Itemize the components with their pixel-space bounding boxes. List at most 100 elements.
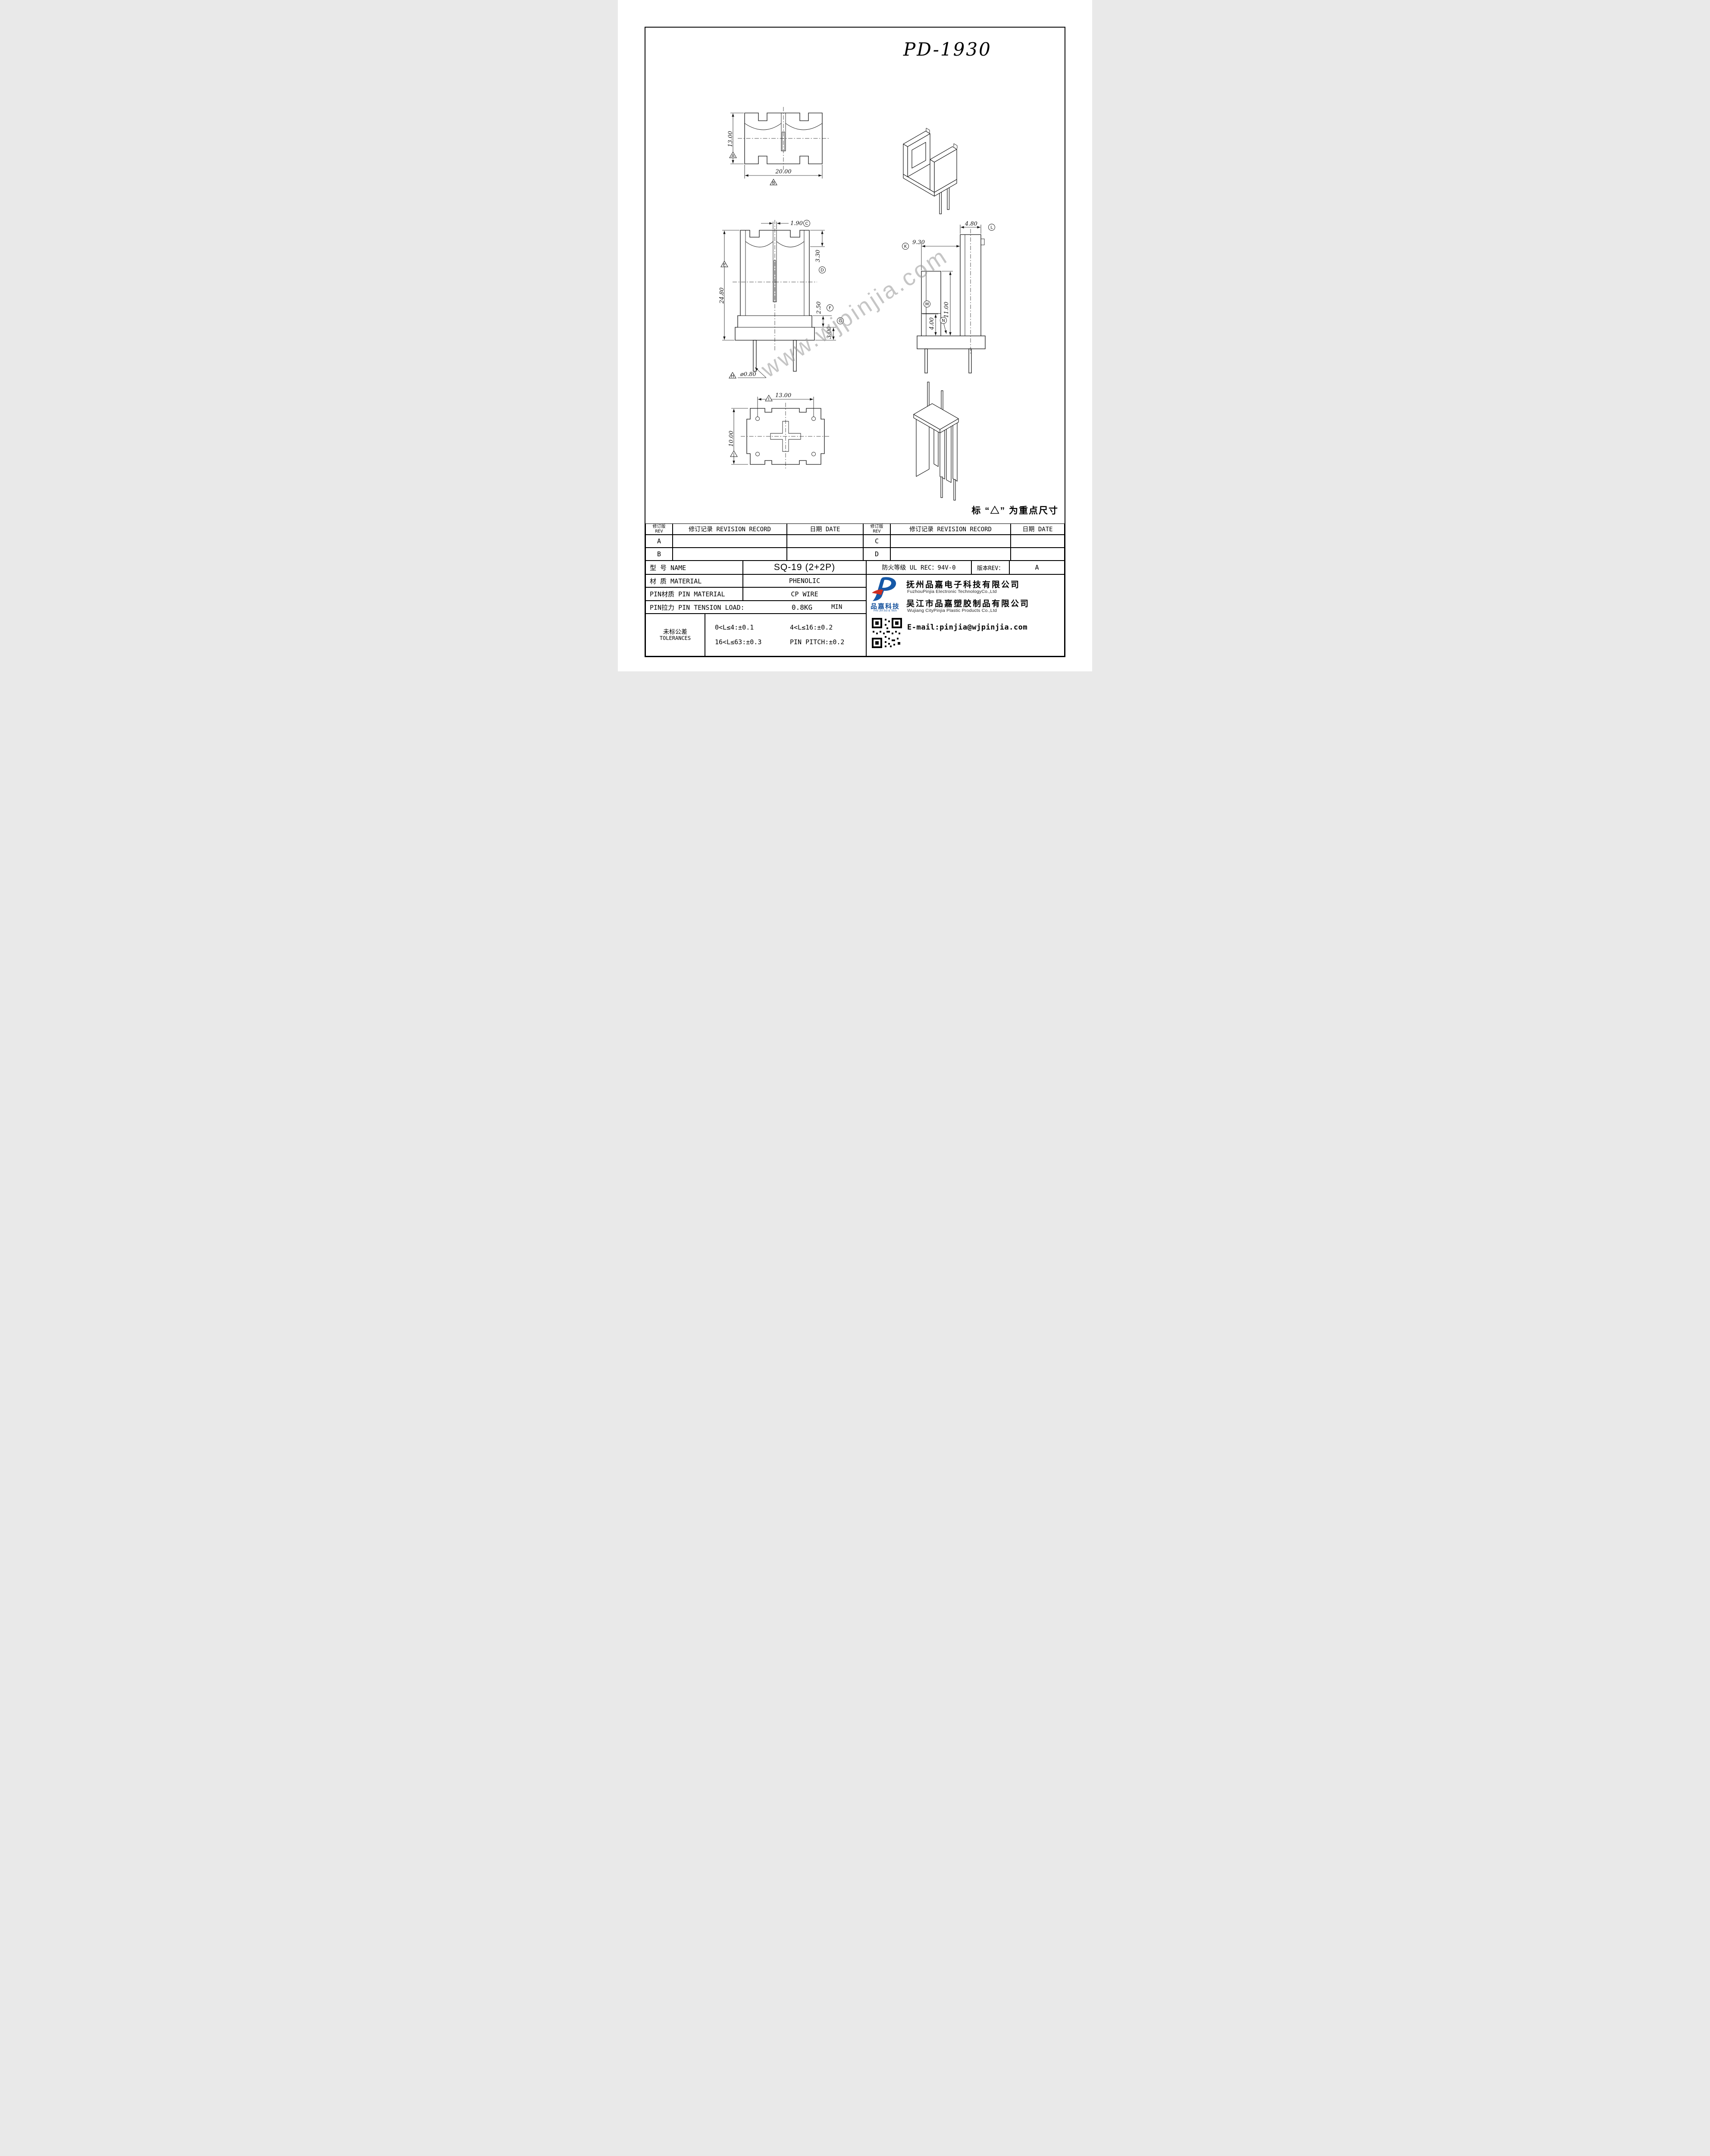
- rev-header-cn: 修订版: [870, 524, 883, 529]
- ext-lines-top-width: [960, 225, 981, 234]
- key-marker-e: E: [720, 260, 728, 268]
- dim-front-height: 13.00: [727, 131, 734, 147]
- marker-n-leader: [943, 323, 947, 334]
- center-slot: [781, 113, 786, 151]
- svg-text:H: H: [731, 374, 734, 379]
- company-logo-icon: [872, 577, 896, 601]
- key-dimension-note: 标 “△” 为重点尺寸: [971, 506, 1059, 516]
- flange-lines: [738, 315, 812, 328]
- right-wall-face: [930, 159, 935, 193]
- pin-tension-cell: PIN拉力 PIN TENSION LOAD: 0.8KG MIN: [645, 601, 866, 614]
- pin-hole: [755, 417, 760, 421]
- view-isometric-upper: [903, 128, 958, 214]
- qr-code-icon: [871, 617, 903, 649]
- dim-pin-dia: ø0.80: [740, 371, 756, 378]
- fire-rating-cell: 防火等级 UL REC：94V-0: [866, 561, 971, 574]
- svg-text:G: G: [839, 319, 842, 324]
- pin-tension-unit: MIN: [831, 604, 842, 611]
- marker-l: L: [988, 224, 995, 231]
- record-header-cell: 修订记录 REVISION RECORD: [890, 523, 1011, 535]
- marker-g: G: [837, 317, 844, 324]
- key-marker-j: J: [730, 450, 738, 458]
- right-wall-top: [930, 146, 957, 163]
- rev-header-en: REV: [873, 529, 881, 534]
- tolerance-2b: PIN PITCH:±0.2: [790, 638, 845, 646]
- top-clips: [926, 128, 958, 149]
- left-wall-top: [903, 131, 930, 147]
- rev-header-cn: 修订版: [652, 524, 666, 529]
- company-email: E-mail:pinjia@wjpinjia.com: [907, 623, 1028, 632]
- view-isometric-lower: [913, 382, 959, 501]
- slat: [952, 419, 958, 482]
- top-outline: [746, 408, 825, 465]
- rev-date-empty: [787, 535, 863, 548]
- key-marker-h: H: [729, 372, 736, 379]
- dim-top-width: 13.00: [775, 392, 791, 399]
- pin: [753, 340, 757, 372]
- pin-hole: [811, 452, 816, 456]
- svg-text:I: I: [768, 397, 770, 402]
- right-wall: [960, 234, 981, 336]
- rev-record-empty: [890, 535, 1011, 548]
- dim-depth: 9.30: [912, 239, 925, 246]
- tolerance-2a: 16<L≤63:±0.3: [715, 638, 762, 646]
- marker-d: D: [819, 266, 826, 273]
- marker-f: F: [827, 304, 833, 311]
- dim-slot-width: 1.90: [790, 220, 803, 227]
- view-front-large: 1.90 C E 24.80 3.30 D 2.50 F 3.00 G: [719, 220, 844, 379]
- record-header-cell: 修订记录 REVISION RECORD: [673, 523, 787, 535]
- tolerance-label-cn: 未标公差: [663, 628, 687, 636]
- part-number-title: PD-1930: [903, 39, 992, 60]
- svg-text:L: L: [990, 226, 993, 230]
- dim-front-width: 20.00: [775, 169, 791, 175]
- svg-text:D: D: [821, 268, 824, 273]
- pin-down: [940, 476, 943, 498]
- rev-header-cell: 修订版 REV: [645, 523, 673, 535]
- ext-lines-height: [730, 113, 744, 164]
- center-cross: [770, 421, 801, 452]
- date-header-cell: 日期 DATE: [1011, 523, 1065, 535]
- dim-total-height: 24.80: [719, 288, 725, 304]
- left-wall-face: [903, 144, 908, 177]
- view-top: I 13.00 10.00 J: [728, 392, 830, 470]
- rev-date-empty: [787, 548, 863, 561]
- svg-text:N: N: [942, 319, 945, 323]
- rev-row-letter: D: [863, 548, 890, 561]
- view-side: K 9.30 4.80 L 11.00 4.00 M N: [902, 221, 995, 373]
- center-slot: [773, 230, 777, 302]
- rev-row-letter: B: [645, 548, 673, 561]
- date-header-cell: 日期 DATE: [787, 523, 863, 535]
- rev-date-empty: [1011, 548, 1065, 561]
- pin-hole: [811, 417, 816, 421]
- pin-dia-arrow: [755, 367, 767, 378]
- svg-text:B: B: [772, 181, 775, 186]
- pin-material-label-cell: PIN材质 PIN MATERIAL: [645, 587, 743, 601]
- rev-record-empty: [890, 548, 1011, 561]
- svg-text:F: F: [829, 306, 831, 311]
- company2-name-en: Wujiang CityPinjia Plastic Products Co.,…: [907, 608, 997, 613]
- drawing-sheet: PD-1930 13.00 A 20.00 B: [618, 0, 1092, 671]
- pin-hole: [755, 452, 760, 456]
- top-tab: [980, 238, 985, 245]
- marker-c: C: [803, 220, 810, 227]
- dim-base-height: 4.00: [929, 317, 935, 330]
- ext-lines-total-height: [722, 230, 739, 341]
- company-logo-subtext: PIN JIA Sci & Tech: [873, 609, 897, 612]
- winding-arcs: [745, 241, 805, 248]
- tolerance-label-en: TOLERANCES: [659, 635, 691, 641]
- pin: [793, 340, 797, 372]
- dim-flange2: 3.00: [826, 326, 833, 339]
- pin: [968, 348, 972, 373]
- part-name-cell: SQ-19 (2+2P): [743, 561, 866, 574]
- dim-top-width: 4.80: [965, 221, 977, 227]
- marker-k: K: [902, 243, 909, 250]
- svg-text:C: C: [805, 222, 808, 226]
- pin-material-value-cell: CP WIRE: [743, 587, 866, 601]
- key-marker-i: I: [765, 395, 773, 402]
- key-marker-b: B: [770, 179, 777, 186]
- company1-name-cn: 抚州品嘉电子科技有限公司: [906, 580, 1021, 589]
- rev-label-cell: 版本REV：: [971, 561, 1009, 574]
- tolerance-1a: 0<L≤4:±0.1: [715, 624, 754, 631]
- tolerance-values-cell: 0<L≤4:±0.1 4<L≤16:±0.2 16<L≤63:±0.3 PIN …: [705, 614, 866, 656]
- base: [917, 335, 986, 349]
